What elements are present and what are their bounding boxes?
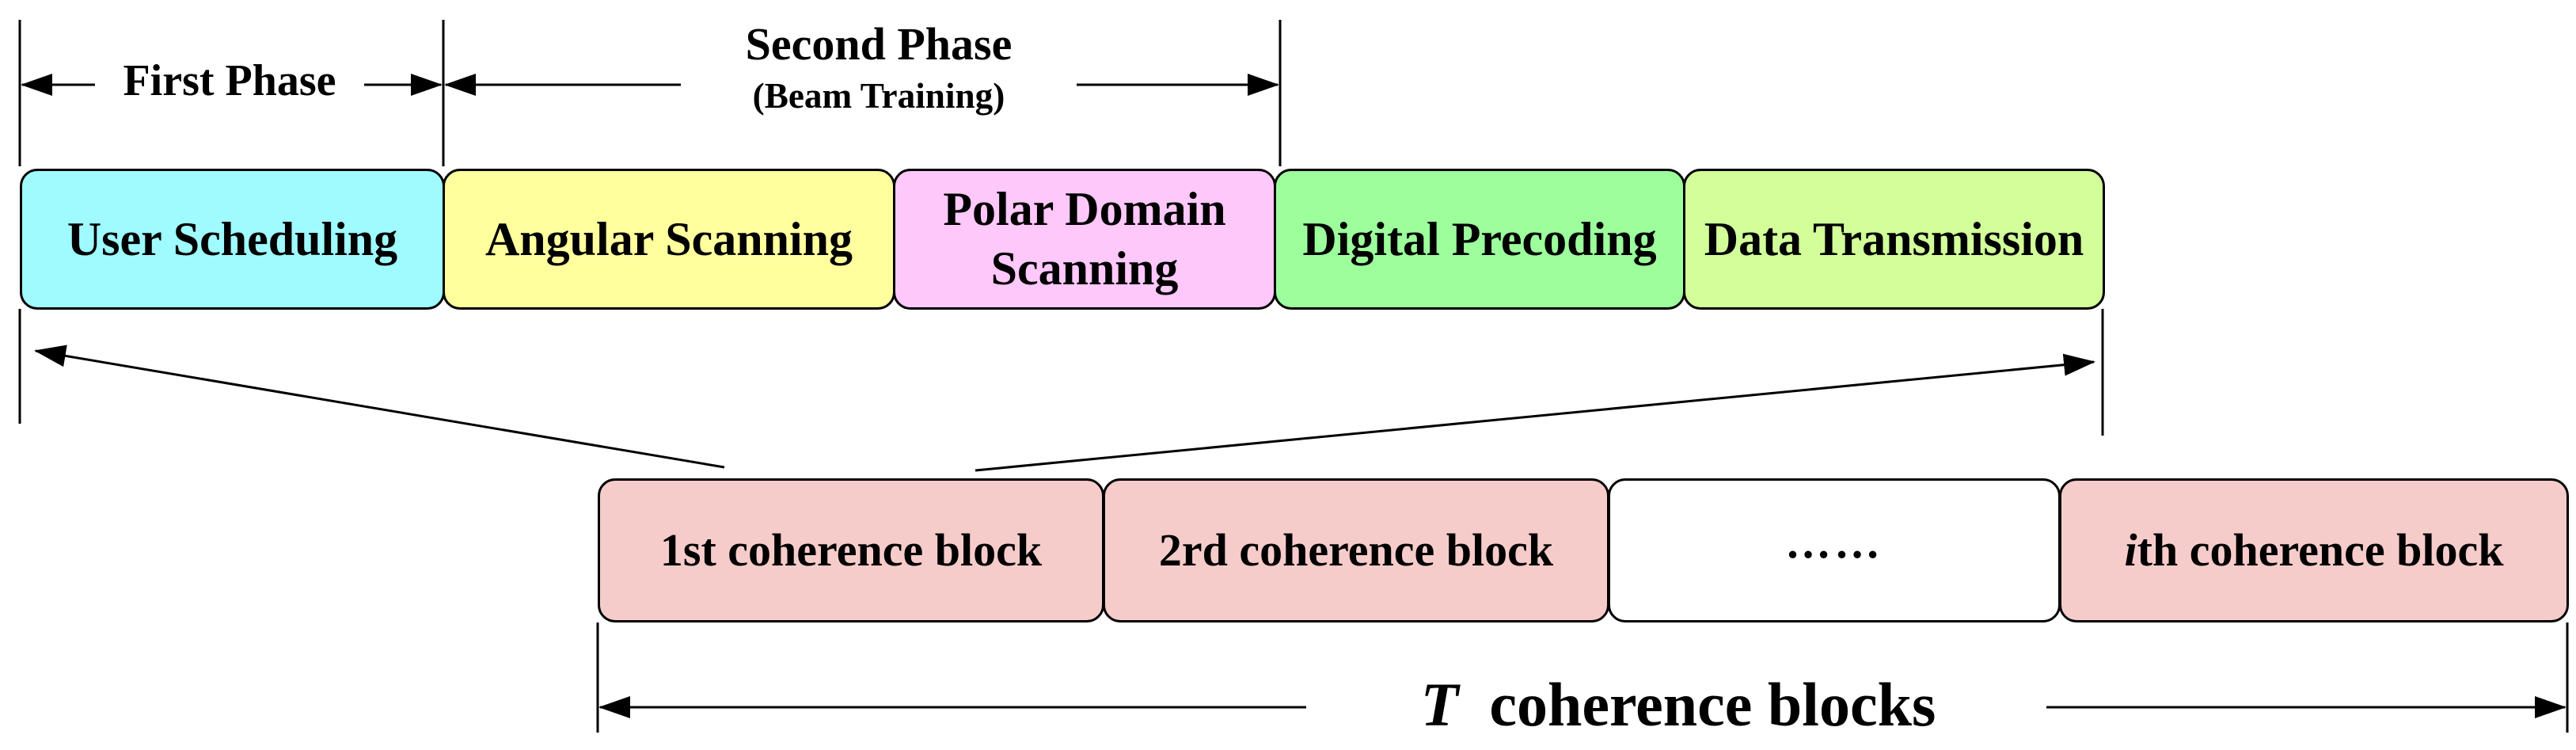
user-scheduling-label: User Scheduling <box>66 212 398 265</box>
polar-domain-label-line1: Polar Domain <box>943 183 1226 235</box>
user-scheduling-block: User Scheduling <box>20 169 445 310</box>
coherence-block-ellipsis: …… <box>1608 478 2061 622</box>
second-phase-subtitle: (Beam Training) <box>752 76 1005 116</box>
coherence-block-2-label: 2rd coherence block <box>1158 523 1554 576</box>
t-coherence-rest: coherence blocks <box>1489 670 1936 739</box>
coherence-block-1-label: 1st coherence block <box>659 523 1043 576</box>
second-phase-label: Second Phase (Beam Training) <box>689 17 1069 116</box>
digital-precoding-block: Digital Precoding <box>1274 169 1685 310</box>
second-phase-title: Second Phase <box>745 18 1013 70</box>
t-variable: T <box>1420 670 1459 739</box>
coherence-block-i: ith coherence block <box>2059 478 2569 622</box>
data-transmission-block: Data Transmission <box>1683 169 2105 310</box>
angular-scanning-block: Angular Scanning <box>443 169 895 310</box>
coherence-block-i-label: ith coherence block <box>2125 522 2504 580</box>
digital-precoding-label: Digital Precoding <box>1302 212 1657 265</box>
coherence-block-i-rest: th coherence block <box>2137 523 2504 576</box>
angular-scanning-label: Angular Scanning <box>484 212 853 265</box>
polar-domain-scanning-block: Polar Domain Scanning <box>893 169 1276 310</box>
expansion-arrow-left <box>34 345 725 469</box>
coherence-block-2: 2rd coherence block <box>1103 478 1609 622</box>
polar-domain-label-line2: Scanning <box>990 242 1179 295</box>
coherence-block-1: 1st coherence block <box>598 478 1104 622</box>
expansion-arrow-right <box>975 353 2095 472</box>
first-phase-label: First Phase <box>123 56 336 105</box>
ellipsis-label: …… <box>1785 516 1883 568</box>
coherence-block-i-var: i <box>2124 523 2137 576</box>
data-transmission-label: Data Transmission <box>1704 212 2084 265</box>
t-coherence-blocks-label: T coherence blocks <box>1314 669 2042 740</box>
